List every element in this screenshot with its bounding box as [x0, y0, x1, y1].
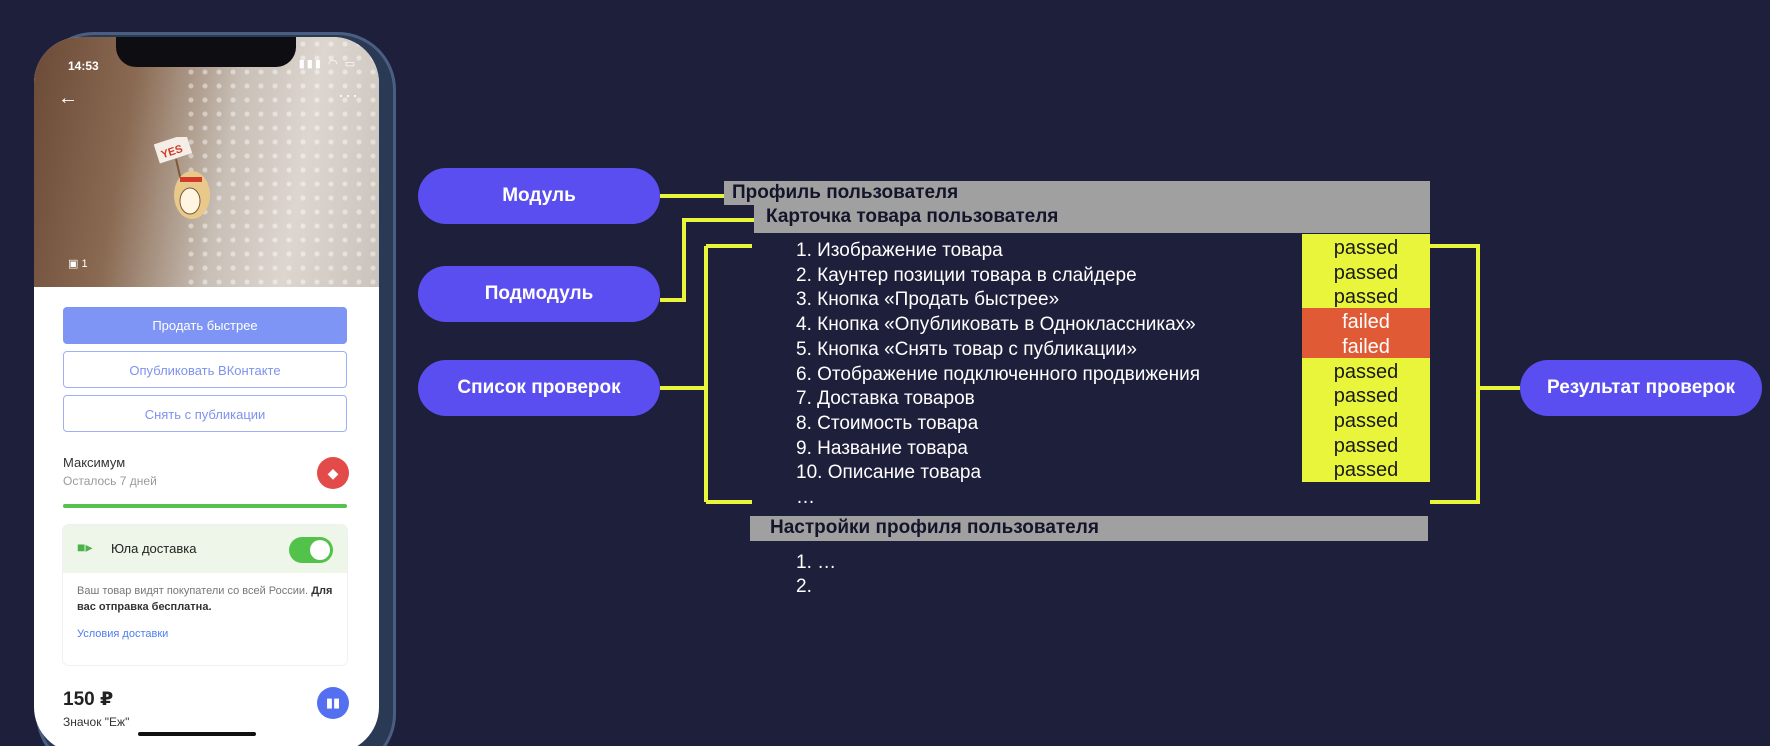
- check-item: 4. Кнопка «Опубликовать в Одноклассниках…: [796, 314, 1196, 336]
- delivery-toggle[interactable]: [289, 537, 333, 563]
- result-cell-bg: [1302, 332, 1430, 359]
- settings-bar: Настройки профиля пользователя: [750, 516, 1428, 541]
- result-passed: passed: [1333, 360, 1399, 383]
- result-cell-bg: [1302, 234, 1430, 260]
- check-item: 3. Кнопка «Продать быстрее»: [796, 289, 1060, 311]
- card-bar: Карточка товара пользователя: [754, 205, 1430, 233]
- settings-item: 2.: [796, 576, 812, 597]
- result-passed: passed: [1333, 434, 1399, 457]
- curtain-pattern: [184, 37, 379, 287]
- hedgehog-sticker-image: YES: [154, 137, 210, 219]
- settings-item: 1. …: [796, 552, 837, 573]
- delivery-title: Юла доставка: [111, 541, 197, 556]
- result-passed: passed: [1333, 459, 1399, 482]
- stats-chart-icon[interactable]: ▮▮: [317, 687, 349, 719]
- check-item: …: [796, 487, 815, 508]
- delivery-text-bold: Для вас отправка бесплатна.: [77, 585, 333, 613]
- home-indicator: [138, 732, 256, 736]
- label-checklist: Список проверок: [418, 360, 660, 416]
- result-passed: passed: [1333, 385, 1399, 408]
- camera-icon: ▣: [68, 258, 79, 270]
- check-item: 5. Кнопка «Снять товар с публикации»: [796, 338, 1137, 360]
- check-item: 2. Каунтер позиции товара в слайдере: [796, 264, 1137, 286]
- result-cell-bg: [1302, 431, 1430, 457]
- delivery-terms-link[interactable]: Условия доставки: [77, 628, 169, 640]
- label-results: Результат проверок: [1520, 360, 1762, 416]
- unpublish-button[interactable]: Снять с публикации: [63, 395, 347, 432]
- result-cell-bg: [1302, 456, 1430, 482]
- result-cell-bg: [1302, 258, 1430, 284]
- promo-progress-bar: [63, 504, 347, 508]
- promo-title: Максимум: [63, 455, 126, 470]
- promo-subtitle: Осталось 7 дней: [63, 474, 157, 488]
- item-name: Значок "Еж": [63, 715, 130, 729]
- price: 150 ₽: [63, 689, 114, 710]
- photo-count-value: 1: [81, 258, 88, 270]
- result-failed: failed: [1342, 335, 1390, 358]
- check-item: 8. Стоимость товара: [796, 412, 979, 434]
- more-dots-icon[interactable]: ···: [338, 85, 359, 105]
- result-passed: passed: [1333, 286, 1399, 309]
- checklist-bracket: [660, 244, 752, 504]
- check-item: 10. Описание товара: [796, 462, 982, 484]
- result-passed: passed: [1333, 261, 1399, 284]
- check-item: 7. Доставка товаров: [796, 388, 975, 410]
- promo-progress-fill: [63, 504, 347, 508]
- submodule-connector: [660, 218, 754, 302]
- photo-count: ▣ 1: [68, 257, 88, 270]
- result-cell-bg: [1302, 308, 1430, 334]
- profile-bar: Профиль пользователя: [724, 181, 1430, 205]
- result-cell-bg: [1302, 382, 1430, 408]
- label-submodule: Подмодуль: [418, 266, 660, 322]
- result-passed: passed: [1333, 237, 1399, 259]
- result-cell-bg: [1302, 283, 1430, 309]
- product-photo[interactable]: YES 14:53 ▮▮▮ ◠ ▭ ← ··· ▣ 1: [34, 37, 379, 287]
- results-bracket: [1430, 244, 1520, 504]
- delivery-description: Ваш товар видят покупатели со всей Росси…: [77, 583, 337, 615]
- check-item: 1. Изображение товара: [796, 240, 1003, 261]
- delivery-header: ■▸ Юла доставка: [63, 525, 347, 573]
- truck-icon: ■▸: [77, 539, 93, 555]
- phone-notch: [116, 37, 296, 67]
- sell-faster-button[interactable]: Продать быстрее: [63, 307, 347, 344]
- result-passed: passed: [1333, 409, 1399, 432]
- result-cell-bg: [1302, 357, 1430, 383]
- result-failed: failed: [1342, 311, 1390, 334]
- phone-screen: YES 14:53 ▮▮▮ ◠ ▭ ← ··· ▣ 1 Продать быст…: [34, 37, 379, 746]
- status-time: 14:53: [68, 59, 99, 73]
- result-cell-bg: [1302, 406, 1430, 433]
- delivery-text-plain: Ваш товар видят покупатели со всей Росси…: [77, 585, 312, 597]
- check-item: 9. Название товара: [796, 437, 968, 459]
- diamond-icon: ◆: [317, 457, 349, 489]
- delivery-card: ■▸ Юла доставка Ваш товар видят покупате…: [63, 525, 347, 665]
- publish-vk-button[interactable]: Опубликовать ВКонтакте: [63, 351, 347, 388]
- check-item: 6. Отображение подключенного продвижения: [796, 363, 1201, 385]
- label-module: Модуль: [418, 168, 660, 224]
- status-signal-icons: ▮▮▮ ◠ ▭: [298, 58, 357, 70]
- back-arrow-icon[interactable]: ←: [58, 87, 78, 109]
